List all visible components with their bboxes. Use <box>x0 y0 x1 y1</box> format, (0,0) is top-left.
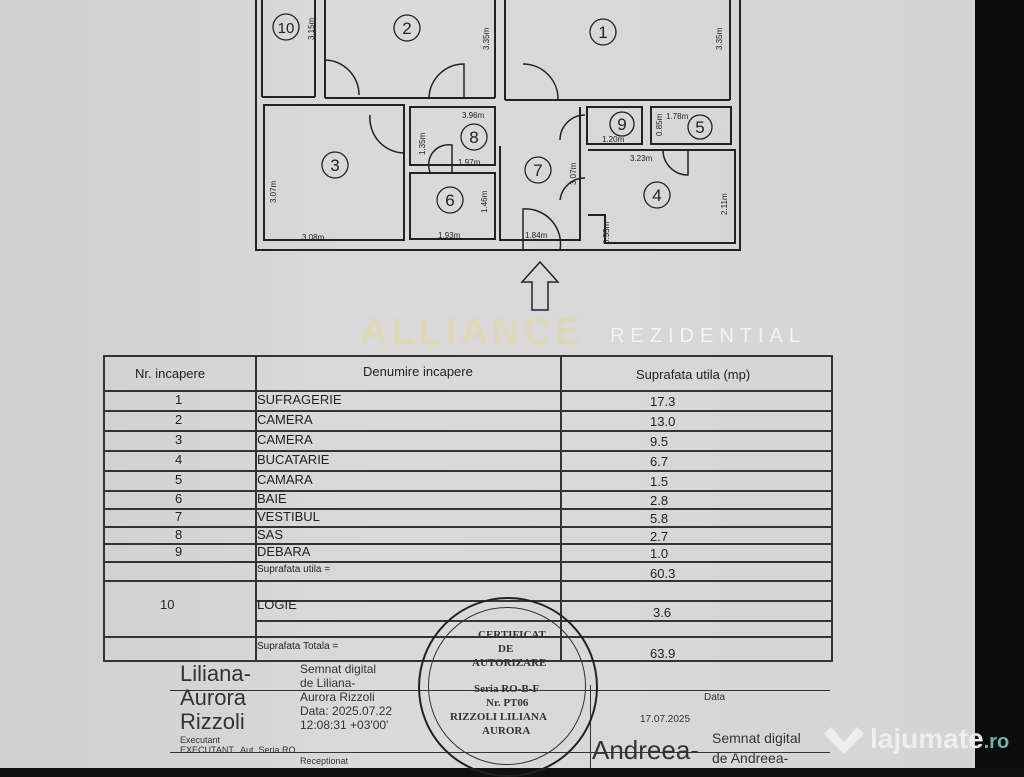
table-cell-area: 5.8 <box>650 511 669 526</box>
signature-name: Liliana- <box>180 661 251 686</box>
table-cell-area: 9.5 <box>650 434 669 449</box>
table-cell-name: BAIE <box>257 491 287 506</box>
dimension-label: 1.78m <box>666 112 689 121</box>
room-label: 8 <box>469 128 478 147</box>
room-label: 6 <box>445 191 454 210</box>
stamp-text: Nr. PT06 <box>486 697 529 709</box>
table-cell-name: SUFRAGERIE <box>257 392 342 407</box>
date: 17.07.2025 <box>640 714 691 725</box>
room-label: 2 <box>402 19 411 38</box>
executant-label: Executant <box>180 735 221 745</box>
dimension-label: 1.35m <box>418 132 427 155</box>
logo-tld: .ro <box>983 730 1010 753</box>
dimension-label: 3.15m <box>307 17 316 40</box>
dimension-label: 3.96m <box>462 111 485 120</box>
table-cell-name: DEBARA <box>257 544 311 559</box>
aut-seria: Aut. Seria RO <box>240 745 296 755</box>
logie-area: 3.6 <box>653 605 672 620</box>
table-cell-area: 2.7 <box>650 529 669 544</box>
table-cell-area: 2.8 <box>650 493 669 508</box>
utila-label: Suprafata utila = <box>257 564 331 575</box>
logo-text: lajumate <box>870 723 984 754</box>
digital-sign-text: Semnat digital <box>300 662 377 676</box>
dimension-label: 3.08m <box>302 233 325 242</box>
room-label: 7 <box>533 161 542 180</box>
logie-nr: 10 <box>160 597 175 612</box>
table-cell-area: 17.3 <box>650 394 676 409</box>
dimension-label: 2.11m <box>720 193 729 215</box>
header-nr: Nr. incapere <box>135 366 206 381</box>
table-cell-area: 1.5 <box>650 474 669 489</box>
executant-caps: EXECUTANT <box>180 745 234 755</box>
floor-plan: 1 2 3 4 5 6 7 8 9 10 3.15m 3.35m 3.35m 3… <box>255 0 741 311</box>
dimension-label: 3.23m <box>630 154 653 163</box>
table-cell-name: CAMERA <box>257 432 313 447</box>
stamp-text: CERTIFICAT <box>478 629 546 641</box>
stamp-text: AUTORIZARE <box>472 657 547 669</box>
dimension-label: 0.85m <box>655 113 664 136</box>
table-cell-nr: 5 <box>175 472 183 487</box>
table-cell-nr: 7 <box>175 509 183 524</box>
table-cell-nr: 1 <box>175 392 183 407</box>
utila-value: 60.3 <box>650 566 676 581</box>
table-cell-nr: 2 <box>175 412 183 427</box>
signature-name: Aurora <box>180 685 247 710</box>
dimension-label: 0.55m <box>602 221 611 244</box>
room-label: 5 <box>695 118 704 137</box>
room-label: 10 <box>278 20 295 37</box>
watermark-brand: ALLIANCE <box>360 311 585 353</box>
receptionat-label: Receptionat <box>300 756 349 766</box>
digital-sign-text: 12:08:31 +03'00' <box>300 718 389 732</box>
table-cell-name: VESTIBUL <box>257 509 320 524</box>
dimension-label: 3.35m <box>482 27 491 50</box>
table-cell-nr: 8 <box>175 527 183 542</box>
table-cell-name: CAMARA <box>257 472 313 487</box>
stamp-text: AURORA <box>482 725 531 737</box>
authorization-stamp: CERTIFICAT DE AUTORIZARE Seria RO-B-F Nr… <box>418 597 598 777</box>
room-label: 4 <box>652 186 661 205</box>
table-cell-area: 6.7 <box>650 454 669 469</box>
table-cell-name: CAMERA <box>257 412 313 427</box>
totala-value: 63.9 <box>650 646 676 661</box>
dimension-label: 1.97m <box>458 158 481 167</box>
room-label: 3 <box>330 156 339 175</box>
room-label: 1 <box>598 23 607 42</box>
digital-sign-text: de Liliana- <box>300 676 356 690</box>
logie-name: LOGIE <box>257 597 297 612</box>
dimension-label: 1.93m <box>438 231 461 240</box>
table-cell-name: SAS <box>257 527 284 542</box>
table-cell-area: 1.0 <box>650 546 669 561</box>
signature-name: Rizzoli <box>180 709 245 734</box>
header-name: Denumire incapere <box>363 364 473 379</box>
stamp-text: Seria RO-B-F <box>474 683 540 695</box>
dark-background-edge <box>975 0 1024 768</box>
table-cell-nr: 3 <box>175 432 183 447</box>
table-cell-area: 13.0 <box>650 414 676 429</box>
watermark-sub: REZIDENTIAL <box>610 325 807 347</box>
dimension-label: 3.07m <box>269 180 278 203</box>
digital-sign-text: de Andreea- <box>712 750 789 766</box>
table-cell-nr: 6 <box>175 491 183 506</box>
stamp-text: DE <box>498 643 514 655</box>
lajumate-logo[interactable]: lajumate .ro <box>822 722 1009 756</box>
dimension-label: 3.35m <box>715 27 724 50</box>
table-cell-nr: 9 <box>175 544 183 559</box>
dimension-label: 1.84m <box>525 231 548 240</box>
handshake-icon <box>824 727 864 754</box>
data-label: Data <box>704 692 726 703</box>
signature-name: Andreea- <box>592 735 699 765</box>
room-label: 9 <box>617 115 626 134</box>
digital-sign-text: Semnat digital <box>712 730 801 746</box>
digital-sign-text: Data: 2025.07.22 <box>300 704 393 718</box>
stamp-text: RIZZOLI LILIANA <box>450 711 547 723</box>
table-cell-nr: 4 <box>175 452 183 467</box>
dimension-label: 3.07m <box>569 162 578 185</box>
header-area: Suprafata utila (mp) <box>636 367 751 382</box>
totala-label: Suprafata Totala = <box>257 641 339 652</box>
dimension-label: 1.46m <box>480 190 489 213</box>
dimension-label: 1.20m <box>602 135 625 144</box>
digital-sign-text: Aurora Rizzoli <box>300 690 375 704</box>
table-cell-name: BUCATARIE <box>257 452 330 467</box>
